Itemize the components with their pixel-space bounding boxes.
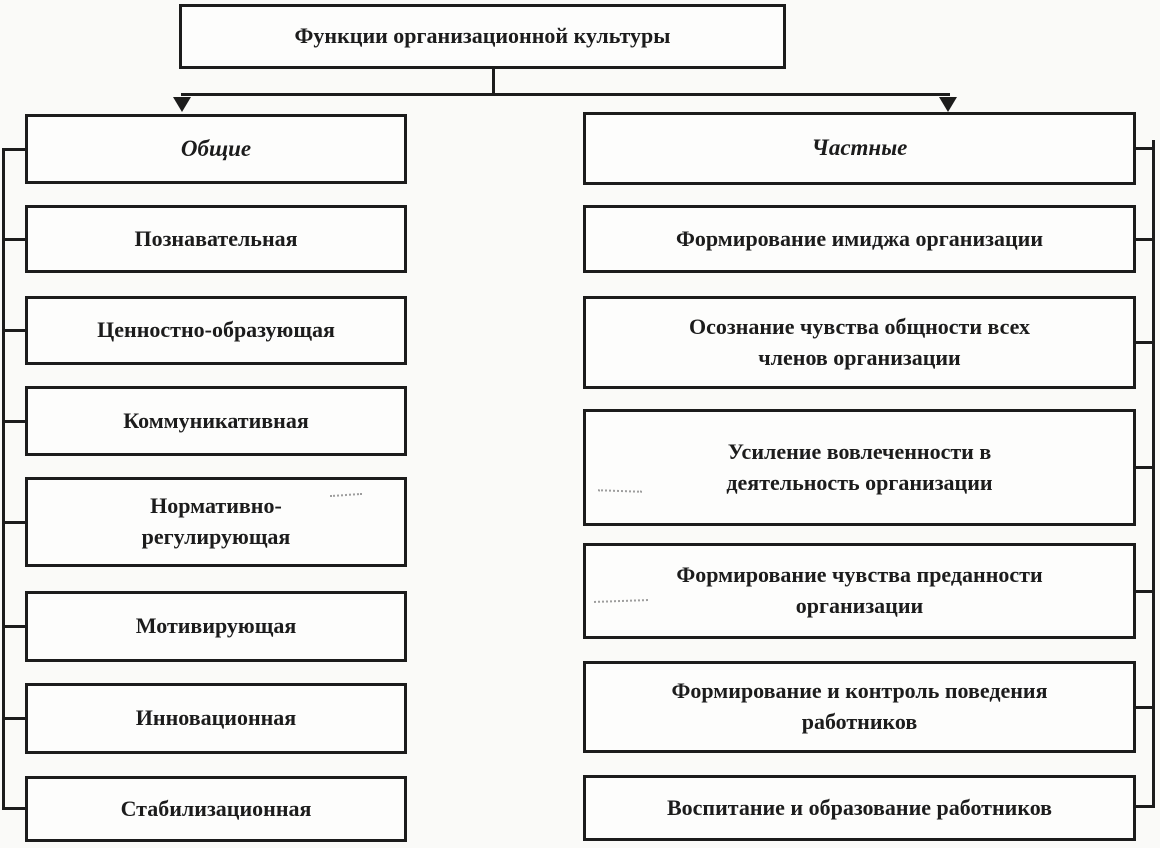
bracket-stub (2, 717, 28, 720)
bracket-stub (1133, 238, 1155, 241)
title-box: Функции организационной культуры (179, 4, 786, 69)
bracket-stub (2, 148, 28, 151)
box-motivating: Мотивирующая (25, 591, 407, 662)
box-cognitive: Познавательная (25, 205, 407, 273)
box-normative-regulating: Нормативно- регулирующая (25, 477, 407, 567)
arrowhead-left-icon (173, 97, 191, 112)
connector-branch-line (181, 93, 950, 96)
box-value-forming: Ценностно-образующая (25, 296, 407, 365)
box-stabilizing: Стабилизационная (25, 776, 407, 842)
bracket-stub (2, 625, 28, 628)
bracket-stub (2, 521, 28, 524)
box-image-formation: Формирование имиджа организации (583, 205, 1136, 273)
bracket-stub (1133, 706, 1155, 709)
bracket-stub (2, 329, 28, 332)
box-community-awareness: Осознание чувства общности всех членов о… (583, 296, 1136, 389)
bracket-stub (1133, 341, 1155, 344)
connector-trunk-line (492, 69, 495, 95)
bracket-stub (1133, 147, 1155, 150)
box-communicative: Коммуникативная (25, 386, 407, 456)
bracket-stub (1133, 466, 1155, 469)
arrowhead-right-icon (939, 97, 957, 112)
box-education: Воспитание и образование работников (583, 775, 1136, 841)
box-behavior-control: Формирование и контроль поведения работн… (583, 661, 1136, 753)
bracket-stub (1133, 805, 1155, 808)
bracket-stub (2, 238, 28, 241)
box-loyalty-formation: Формирование чувства преданности организ… (583, 543, 1136, 639)
bracket-stub (2, 807, 28, 810)
specific-bracket-line (1152, 140, 1155, 808)
general-header-box: Общие (25, 114, 407, 184)
bracket-stub (2, 420, 28, 423)
bracket-stub (1133, 590, 1155, 593)
general-bracket-line (2, 148, 5, 810)
specific-header-box: Частные (583, 112, 1136, 185)
box-innovative: Инновационная (25, 683, 407, 754)
box-involvement-strengthening: Усиление вовлеченности в деятельность ор… (583, 409, 1136, 526)
